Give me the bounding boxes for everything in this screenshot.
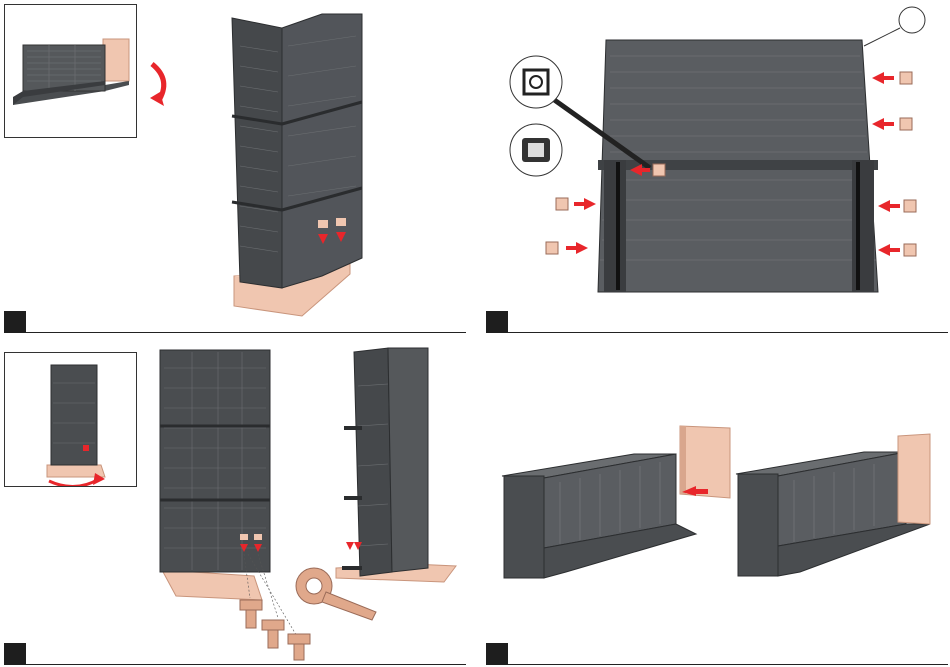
- inset-horizontal-unit: [4, 4, 137, 138]
- step-panel-1: [0, 0, 470, 335]
- tower-side-illustration: [332, 346, 462, 586]
- rotate-arrow-icon: [146, 58, 176, 108]
- step-panel-2: [480, 0, 950, 335]
- inset-vertical-unit-rotate: [4, 352, 137, 487]
- vertical-unit-illustration: [222, 6, 367, 321]
- step-badge-2: [486, 311, 508, 333]
- end-panel-assembly-illustration: [500, 424, 940, 594]
- step-divider-4: [508, 664, 948, 665]
- step-divider-3: [26, 664, 466, 665]
- step-divider-1: [26, 332, 466, 333]
- step-badge-4: [486, 643, 508, 665]
- step-panel-4: [480, 340, 950, 667]
- step-badge-3: [4, 643, 26, 665]
- horizontal-unit-illustration: [5, 5, 136, 137]
- step-badge-1: [4, 311, 26, 333]
- vertical-unit-rotate-illustration: [5, 353, 136, 486]
- step-divider-2: [508, 332, 948, 333]
- step-panel-3: [0, 340, 470, 667]
- base-clip-illustration: [480, 0, 950, 310]
